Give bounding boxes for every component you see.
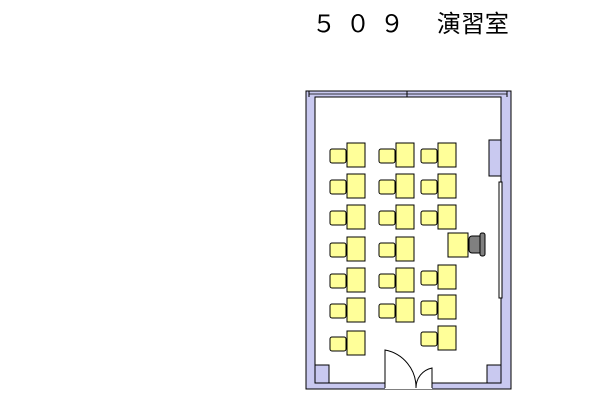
desk-chair (420, 300, 438, 316)
desk-top (437, 173, 457, 199)
student-desk (329, 142, 366, 168)
desk-chair (329, 148, 347, 164)
student-desk (420, 142, 457, 168)
student-desk (420, 264, 457, 290)
desk-chair (420, 179, 438, 195)
desk-chair (329, 336, 347, 352)
whiteboard-icon (498, 181, 503, 299)
desk-top (346, 236, 366, 262)
student-desk (378, 142, 415, 168)
desk-chair (420, 331, 438, 347)
instructor-desk (447, 232, 469, 258)
double-door-icon (384, 349, 433, 389)
desk-chair (329, 273, 347, 289)
desk-top (346, 297, 366, 323)
desk-chair (378, 273, 396, 289)
pillar-bottom-right (486, 364, 502, 384)
student-desks (329, 142, 457, 356)
desk-top (395, 204, 415, 230)
desk-chair (378, 303, 396, 319)
student-desk (329, 173, 366, 199)
student-desk (378, 173, 415, 199)
student-desk (329, 204, 366, 230)
door-leaf-left (384, 349, 417, 389)
student-desk (329, 330, 366, 356)
desk-top (346, 173, 366, 199)
desk-chair (420, 148, 438, 164)
desk-top (437, 294, 457, 320)
instructor-desk-icon (447, 232, 486, 258)
desk-top (346, 267, 366, 293)
desk-chair (329, 242, 347, 258)
room-title: ５０９ 演習室 (312, 8, 512, 40)
desk-top (346, 204, 366, 230)
student-desk (378, 297, 415, 323)
desk-chair (329, 210, 347, 226)
desk-top (395, 236, 415, 262)
student-desk (420, 325, 457, 351)
desk-top (437, 325, 457, 351)
desk-chair (378, 210, 396, 226)
desk-chair (378, 148, 396, 164)
desk-chair (378, 179, 396, 195)
desk-top (395, 173, 415, 199)
student-desk (420, 294, 457, 320)
instructor-chair-back (479, 232, 486, 257)
desk-chair (420, 270, 438, 286)
desk-top (437, 264, 457, 290)
desk-top (437, 142, 457, 168)
student-desk (329, 297, 366, 323)
pillar-bottom-left (314, 364, 330, 384)
desk-top (395, 267, 415, 293)
desk-top (437, 204, 457, 230)
student-desk (329, 267, 366, 293)
student-desk (420, 204, 457, 230)
desk-top (395, 142, 415, 168)
desk-top (395, 297, 415, 323)
desk-chair (378, 242, 396, 258)
desk-chair (329, 303, 347, 319)
room-name: 演習室 (436, 10, 509, 38)
student-desk (378, 267, 415, 293)
student-desk (329, 236, 366, 262)
door-leaf-right (415, 367, 433, 389)
student-desk (378, 236, 415, 262)
student-desk (378, 204, 415, 230)
student-desk (420, 173, 457, 199)
desk-chair (420, 210, 438, 226)
pillar-right (488, 139, 502, 177)
desk-top (346, 142, 366, 168)
desk-top (346, 330, 366, 356)
desk-chair (329, 179, 347, 195)
room-number: ５０９ (312, 10, 414, 38)
